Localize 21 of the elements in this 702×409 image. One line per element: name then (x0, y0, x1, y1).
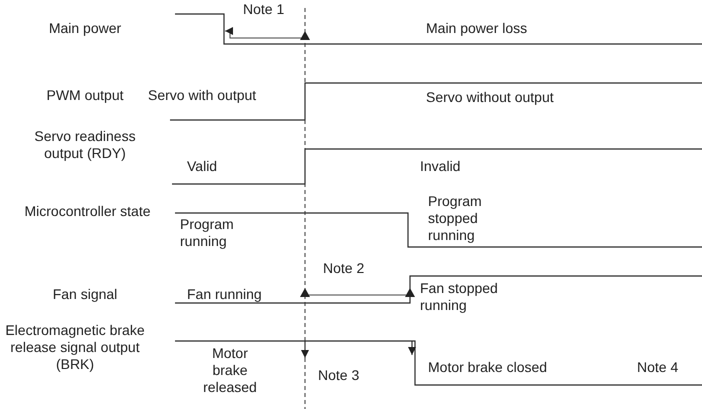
signal-name: Main power (48, 20, 122, 37)
state-label: Main power loss (426, 20, 528, 37)
state-label: Servo without output (426, 89, 555, 106)
signal-name: Electromagnetic brake release signal output (BRK) (4, 322, 146, 373)
signal-name: PWM output (45, 87, 125, 104)
signal-name: Fan signal (52, 286, 118, 303)
state-label: Fan running (187, 286, 263, 303)
note-label: Note 1 (243, 1, 286, 18)
state-label: Motor brake released (202, 345, 258, 396)
state-label: Motor brake closed (428, 359, 548, 376)
note-label: Note 3 (318, 367, 360, 384)
note-label: Note 4 (637, 359, 680, 376)
state-label: Program running (180, 216, 235, 250)
signal-name: Microcontroller state (23, 203, 152, 220)
state-label: Fan stopped running (420, 280, 499, 314)
state-label: Servo with output (148, 87, 258, 104)
state-label: Invalid (420, 158, 462, 175)
state-label: Valid (187, 158, 218, 175)
state-label: Program stopped running (428, 193, 483, 244)
signal-name: Servo readiness output (RDY) (33, 128, 137, 162)
note-label: Note 2 (323, 260, 366, 277)
